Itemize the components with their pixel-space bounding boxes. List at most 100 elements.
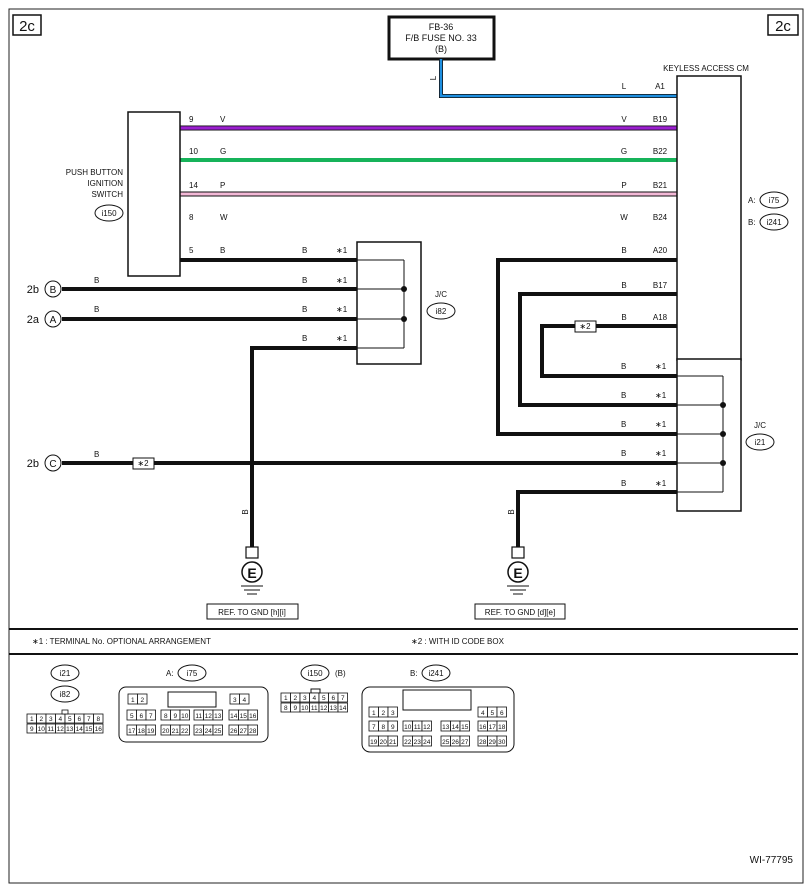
ref-circle-c [44, 454, 62, 472]
jc-left-connector-oval [426, 302, 456, 320]
i21-pin-label: 12 [57, 726, 65, 733]
i75-pin-label: 8 [164, 713, 168, 720]
i21-pin-label: 11 [47, 726, 54, 733]
i21-pin-label: 8 [96, 716, 100, 723]
i241-pin-label: 14 [452, 724, 460, 731]
switch-label-line2: IGNITION [87, 179, 123, 188]
i241-pin-label: 21 [389, 739, 397, 746]
i21-pin-label: 1 [30, 716, 34, 723]
jc-right-wire2-star: ∗1 [655, 391, 667, 400]
i21-key [61, 709, 69, 715]
keyless-conn-b-id: i241 [766, 218, 782, 227]
corner-tag-right [767, 14, 799, 36]
jc-right-wire3-color: B [621, 420, 626, 429]
i150-pin-label: 14 [339, 705, 347, 712]
i150-pin-label: 12 [320, 705, 328, 712]
cm-pin-b22: B22 [653, 147, 668, 156]
switch-connector-id: i150 [101, 209, 117, 218]
i241-pin-label: 6 [500, 710, 504, 717]
fuse-line2: F/B FUSE NO. 33 [405, 33, 477, 43]
ref-2b-c-label: 2b [27, 458, 39, 470]
i150-pin-label: 4 [312, 695, 316, 702]
conn-view-i21-id: i21 [60, 669, 71, 678]
i75-pin-cell [212, 709, 223, 721]
i241-pin-label: 5 [490, 710, 494, 717]
jc-left-node-1 [401, 286, 407, 292]
id-code-box-marker-right [574, 320, 597, 333]
i241-pin-cell [421, 735, 432, 747]
i150-pin-label: 11 [311, 705, 318, 712]
i241-pin-label: 3 [391, 710, 395, 717]
cm-pin-a20-color: B [621, 246, 626, 255]
i241-pin-label: 18 [498, 724, 506, 731]
conn-view-i150-id: i150 [307, 669, 323, 678]
cm-pin-a18-color: B [621, 313, 626, 322]
jc-left-wire1-color: B [302, 246, 307, 255]
i75-pin-label: 5 [130, 713, 134, 720]
cm-pin-b17-color: B [621, 281, 626, 290]
i241-pin-cell [459, 720, 470, 732]
i75-pin-label: 21 [172, 728, 180, 735]
conn-view-i150-oval [300, 664, 330, 682]
ground-left-symbol [241, 561, 263, 583]
jc-left-wire3-star: ∗1 [336, 305, 348, 314]
ref-2a-label: 2a [27, 314, 40, 326]
i21-pin-label: 2 [39, 716, 43, 723]
keyless-conn-b-oval [759, 213, 789, 231]
jc-left-wire4-star: ∗1 [336, 334, 348, 343]
i21-pin-label: 3 [49, 716, 53, 723]
jc-left-wire2-star: ∗1 [336, 276, 348, 285]
i241-pin-label: 7 [372, 724, 376, 731]
i150-pin-label: 3 [303, 695, 307, 702]
conn-view-i75-prefix: A: [166, 669, 174, 678]
jc-right-node-3 [720, 460, 726, 466]
jc-left-connector-id: i82 [436, 307, 447, 316]
i150-pin-label: 13 [330, 705, 338, 712]
ref-c-wire-color: B [94, 450, 99, 459]
i241-pin-label: 27 [461, 739, 469, 746]
i75-pin-label: 19 [147, 728, 155, 735]
switch-pin-10-color: G [220, 147, 226, 156]
ground-left-wire-color: B [241, 509, 250, 514]
jc-right-node-2 [720, 431, 726, 437]
jc-right-wire3-star: ∗1 [655, 420, 667, 429]
cm-pin-a18: A18 [653, 313, 668, 322]
ground-right-symbol [507, 561, 529, 583]
i75-pin-label: 3 [233, 697, 237, 704]
ref-circle-b-text: B [50, 285, 57, 296]
jc-right-label: J/C [754, 421, 766, 430]
switch-pin-14-color: P [220, 181, 225, 190]
i21-pin-cell [93, 723, 104, 734]
i241-pin-cell [387, 720, 398, 732]
i75-pin-cell [145, 709, 156, 721]
i21-pin-label: 6 [77, 716, 81, 723]
i75-pin-label: 25 [214, 728, 222, 735]
ref-2a-wire-color: B [94, 305, 99, 314]
switch-label-line1: PUSH BUTTON [66, 168, 123, 177]
wire-a18-loop [540, 324, 677, 378]
ground-left-ref: REF. TO GND [h][i] [218, 608, 286, 617]
i75-pin-label: 2 [140, 697, 144, 704]
i241-pin-cell [496, 735, 507, 747]
i21-pin-label: 4 [58, 716, 62, 723]
conn-view-i75-latch [167, 691, 217, 708]
keyless-conn-a-id: i75 [769, 196, 780, 205]
i241-pin-label: 4 [481, 710, 485, 717]
jc-right-wire1-star: ∗1 [655, 362, 667, 371]
i241-pin-label: 22 [404, 739, 412, 746]
page-frame [8, 8, 804, 884]
wire-jc-right-to-ground [516, 490, 677, 548]
i241-pin-label: 11 [414, 724, 421, 731]
i241-pin-cell [421, 720, 432, 732]
keyless-conn-a-prefix: A: [748, 196, 756, 205]
ground-right-wire-color: B [507, 509, 516, 514]
wire-l-outline [439, 59, 677, 98]
cm-pin-a1-color: L [622, 82, 627, 91]
jc-right-node-1 [720, 402, 726, 408]
i241-pin-label: 28 [479, 739, 487, 746]
i241-pin-cell [387, 706, 398, 718]
